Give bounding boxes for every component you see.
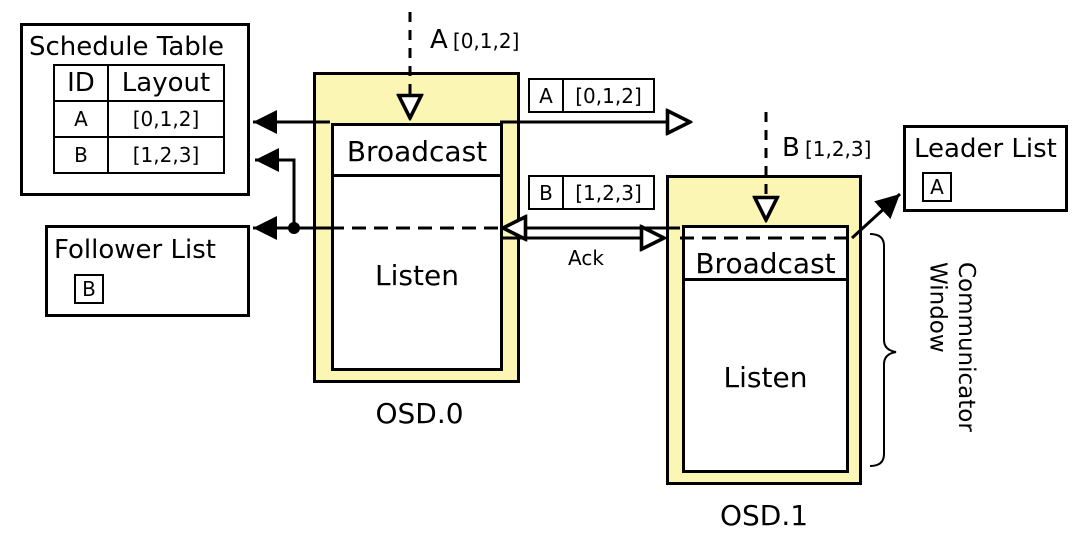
table-row: A [0,1,2]	[53, 100, 225, 138]
junction-dot	[288, 222, 300, 234]
message-a-layout: [0,1,2]	[575, 83, 642, 108]
row-layout: [0,1,2]	[107, 100, 225, 138]
header-id: ID	[53, 64, 109, 102]
incoming-b-layout: [1,2,3]	[804, 137, 872, 161]
incoming-a-layout: [0,1,2]	[452, 29, 520, 53]
communicator-window-label: Communicator Window	[924, 262, 979, 432]
osd0-broadcast-label: Broadcast	[346, 135, 488, 168]
follower-branch-line	[255, 148, 296, 228]
incoming-request-a: A [0,1,2]	[430, 27, 519, 53]
schedule-table: Schedule Table ID Layout A [0,1,2] B [1,…	[20, 23, 250, 196]
follower-list-title: Follower List	[54, 235, 216, 265]
message-b-tag: B [1,2,3]	[528, 175, 655, 210]
to-leader-list-arrow	[850, 192, 902, 240]
schedule-table-title: Schedule Table	[29, 32, 224, 62]
osd0-panel: Broadcast Listen	[331, 123, 503, 371]
osd1-label: OSD.1	[719, 499, 809, 532]
osd0-listen-label: Listen	[375, 259, 459, 292]
table-row: B [1,2,3]	[53, 136, 225, 174]
header-layout: Layout	[107, 64, 225, 102]
leader-list: Leader List A	[903, 125, 1068, 212]
message-a-tag: A [0,1,2]	[528, 78, 655, 113]
incoming-request-b: B [1,2,3]	[782, 135, 871, 161]
row-id: A	[53, 100, 109, 138]
osd0-broadcast-section: Broadcast	[334, 126, 500, 177]
osd1-broadcast-label: Broadcast	[695, 247, 836, 280]
schedule-table-grid: ID Layout A [0,1,2] B [1,2,3]	[53, 64, 225, 174]
osd1-listen-label: Listen	[723, 361, 808, 394]
row-layout: [1,2,3]	[107, 136, 225, 174]
message-a-id: A	[530, 80, 564, 111]
communicator-window-brace	[869, 233, 897, 467]
leader-list-title: Leader List	[914, 134, 1057, 164]
osd0-label: OSD.0	[375, 397, 464, 430]
osd1-panel: Broadcast Listen	[682, 225, 849, 473]
ack-label: Ack	[568, 246, 604, 270]
row-id: B	[53, 136, 109, 174]
incoming-a-id: A	[430, 25, 448, 55]
message-b-layout: [1,2,3]	[575, 180, 642, 205]
follower-list: Follower List B	[45, 225, 250, 317]
incoming-b-id: B	[782, 133, 800, 163]
osd1-node: Broadcast Listen	[666, 175, 862, 485]
osd1-broadcast-section: Broadcast	[685, 228, 846, 281]
leader-list-entry: A	[922, 172, 952, 202]
message-b-id: B	[530, 177, 564, 208]
follower-list-entry: B	[74, 274, 104, 304]
table-header-row: ID Layout	[53, 64, 225, 102]
